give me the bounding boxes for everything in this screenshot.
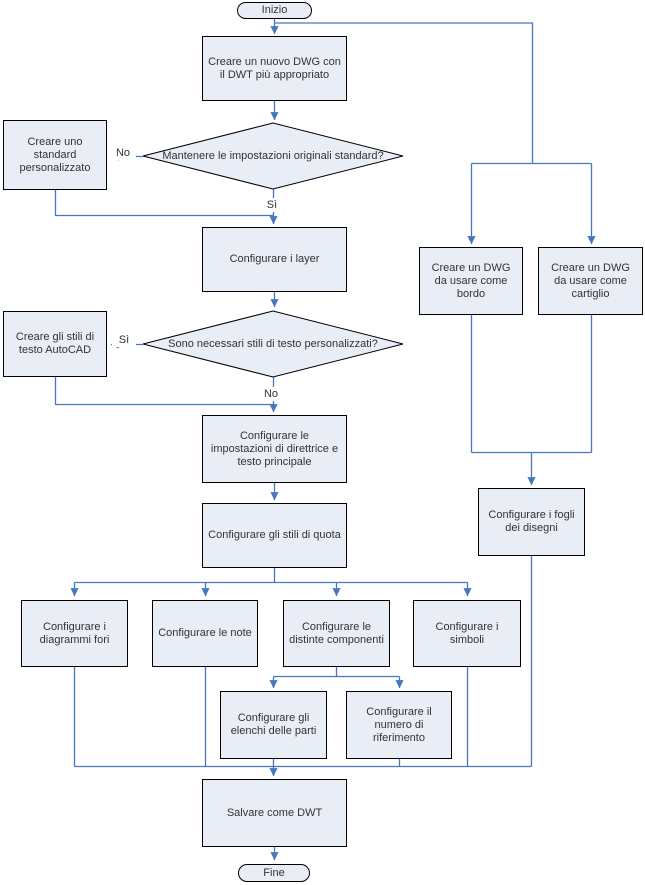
connector-arrows xyxy=(70,19,596,861)
edge-label-yes-1: Sì xyxy=(261,198,283,212)
connector-lines xyxy=(54,22,593,768)
flow-node-ref-number: Configurare il numero di riferimento xyxy=(346,691,452,759)
flow-node-border-dwg: Creare un DWG da usare come bordo xyxy=(419,247,523,315)
flow-node-symbols: Configurare i simboli xyxy=(413,600,521,667)
flow-node-component-lists: Configurare le distinte componenti xyxy=(283,600,390,667)
flow-node-parts-lists: Configurare gli elenchi delle parti xyxy=(220,691,327,759)
edge-label-no-1: No xyxy=(110,146,136,160)
decision-text-keep-standard: Mantenere le impostazioni originali stan… xyxy=(162,149,384,162)
flow-node-drawing-sheets: Configurare i fogli dei disegni xyxy=(478,488,585,556)
flow-node-custom-standard: Creare uno standard personalizzato xyxy=(3,120,107,190)
flow-node-configure-layers: Configurare i layer xyxy=(202,227,347,292)
flow-node-hole-charts: Configurare i diagrammi fori xyxy=(21,600,128,667)
end-terminator: Fine xyxy=(238,864,310,882)
start-terminator: Inizio xyxy=(237,2,312,19)
flow-node-dim-styles: Configurare gli stili di quota xyxy=(202,503,347,568)
decision-diamond-keep-standard xyxy=(142,122,404,190)
flow-node-create-text-styles: Creare gli stili di testo AutoCAD xyxy=(3,311,107,377)
decision-text-need-text-styles: Sono necessari stili di testo personaliz… xyxy=(168,337,378,350)
flow-node-notes: Configurare le note xyxy=(152,600,258,667)
flow-node-save-dwt: Salvare come DWT xyxy=(202,779,347,847)
flow-node-leader-settings: Configurare le impostazioni di direttric… xyxy=(202,415,347,483)
decision-diamond-need-text-styles xyxy=(142,310,404,378)
flow-node-titleblock-dwg: Creare un DWG da usare come cartiglio xyxy=(538,247,643,315)
edge-label-yes-2: Sì xyxy=(112,333,136,347)
flow-node-create-dwg: Creare un nuovo DWG con il DWT più appro… xyxy=(202,36,347,101)
edge-label-no-2: No xyxy=(258,387,284,401)
